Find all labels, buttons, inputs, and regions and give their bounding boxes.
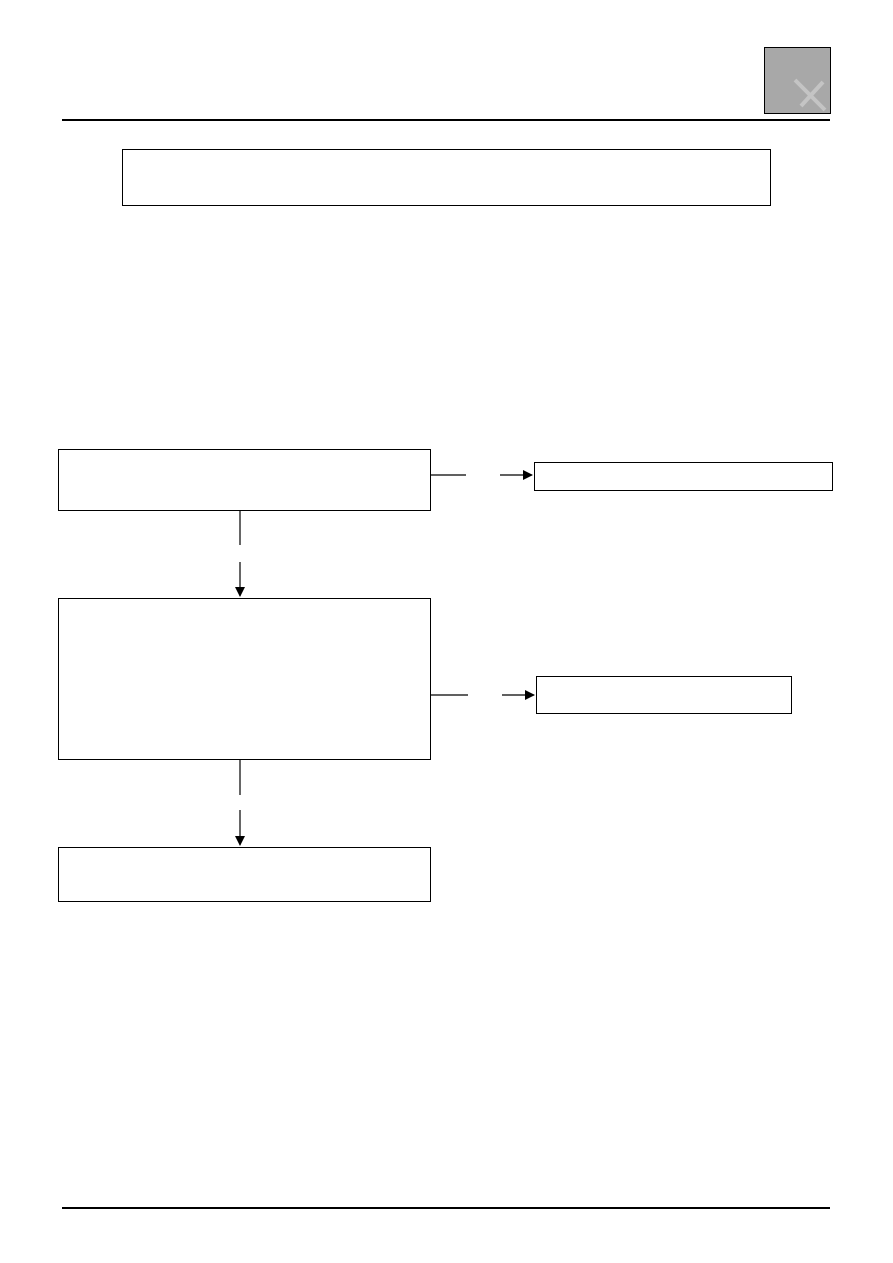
flow-step-1: [58, 449, 431, 511]
section-tab: [764, 47, 831, 114]
title-box: [122, 149, 771, 206]
flow-outcome-1: [534, 462, 833, 491]
flow-outcome-2: [536, 676, 792, 714]
cross-icon: [793, 78, 827, 112]
footer-rule: [62, 1207, 830, 1209]
header-rule: [62, 119, 830, 121]
flow-step-3: [58, 847, 431, 902]
flow-step-2: [58, 598, 431, 760]
